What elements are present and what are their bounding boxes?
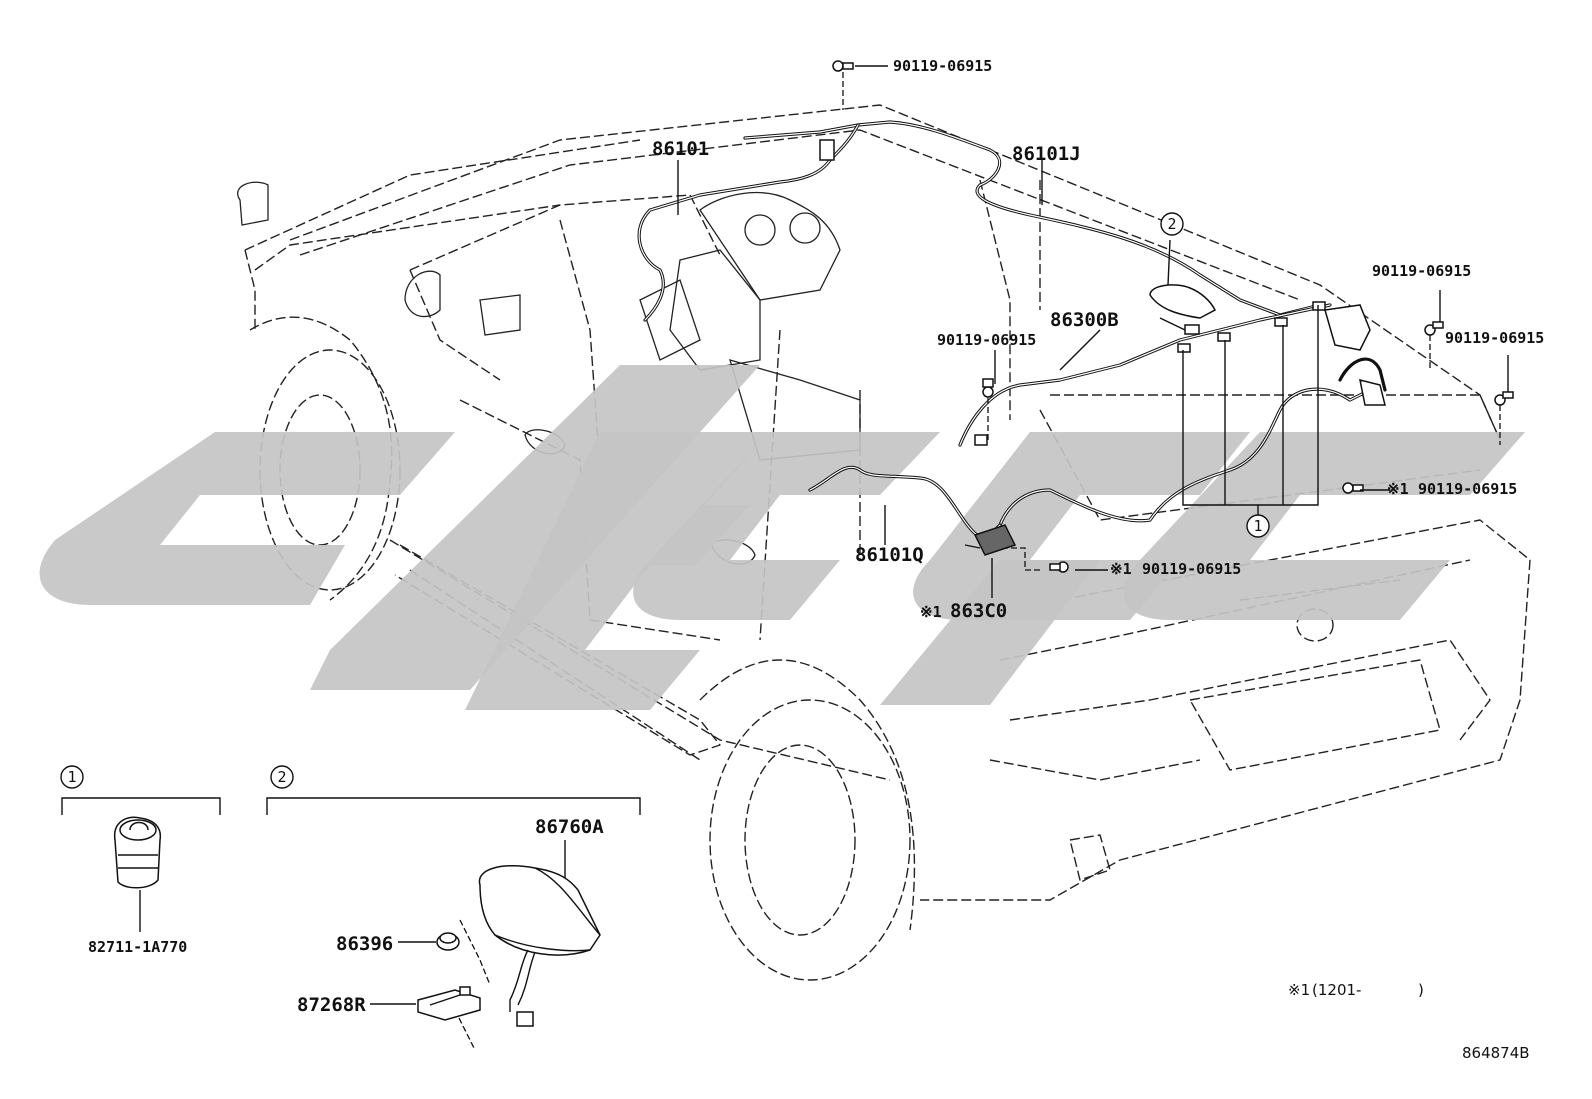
footnote-range: (1201- <box>1312 981 1361 999</box>
label-86396: 86396 <box>336 933 393 955</box>
wire-harness-86300B <box>958 303 1332 447</box>
label-bolt-right-top: 90119-06915 <box>1372 262 1471 280</box>
marker-1-text: 1 <box>1253 517 1262 535</box>
footnote-mark: ※1 <box>1288 981 1310 999</box>
shark-fin-antenna-roof <box>1149 284 1216 331</box>
detail-2: 2 86760A 86396 87268R <box>266 765 641 1051</box>
label-863C0: 863C0 <box>950 600 1007 622</box>
marker-2-circle <box>1160 212 1184 236</box>
wire-harness-86101 <box>637 120 1322 322</box>
note-mark-right: ※1 <box>1387 480 1409 498</box>
detail-1-number: 1 <box>67 768 76 786</box>
clamp-icon <box>114 816 162 889</box>
label-86101Q: 86101Q <box>855 544 924 566</box>
label-86300B: 86300B <box>1050 309 1119 331</box>
leader-lines <box>677 65 1509 598</box>
bolt-icons <box>832 60 1514 573</box>
label-bolt-right: 90119-06915 <box>1445 329 1544 347</box>
detail-1-circle <box>60 765 84 789</box>
nut-icon <box>436 932 460 951</box>
vehicle-outline <box>237 104 1531 981</box>
label-bolt-mid: 90119-06915 <box>937 331 1036 349</box>
marker-2-text: 2 <box>1167 215 1176 233</box>
marker-1-circle <box>1246 514 1270 538</box>
shark-fin-antenna-icon <box>478 865 601 1027</box>
label-bolt-right-lower: 90119-06915 <box>1418 480 1517 498</box>
diagram-id: 864874B <box>1462 1044 1530 1062</box>
footnote-close: ) <box>1418 981 1424 999</box>
detail-1: 1 82711-1A770 <box>60 765 221 956</box>
harness-clamps <box>819 139 1386 446</box>
label-87268R: 87268R <box>297 994 366 1016</box>
label-86101J: 86101J <box>1012 143 1081 165</box>
note-mark-863C0: ※1 <box>920 603 942 621</box>
detail-2-circle <box>270 765 294 789</box>
wire-harness-86101Q <box>808 357 1387 542</box>
note-mark-center: ※1 <box>1110 560 1132 578</box>
label-82711: 82711-1A770 <box>88 938 187 956</box>
label-86760A: 86760A <box>535 816 604 838</box>
label-86101: 86101 <box>652 138 709 160</box>
detail-2-number: 2 <box>277 768 286 786</box>
label-bolt-top: 90119-06915 <box>893 57 992 75</box>
watermark-shapes <box>39 365 1525 710</box>
bracket-icon <box>417 986 481 1021</box>
label-bolt-center: 90119-06915 <box>1142 560 1241 578</box>
